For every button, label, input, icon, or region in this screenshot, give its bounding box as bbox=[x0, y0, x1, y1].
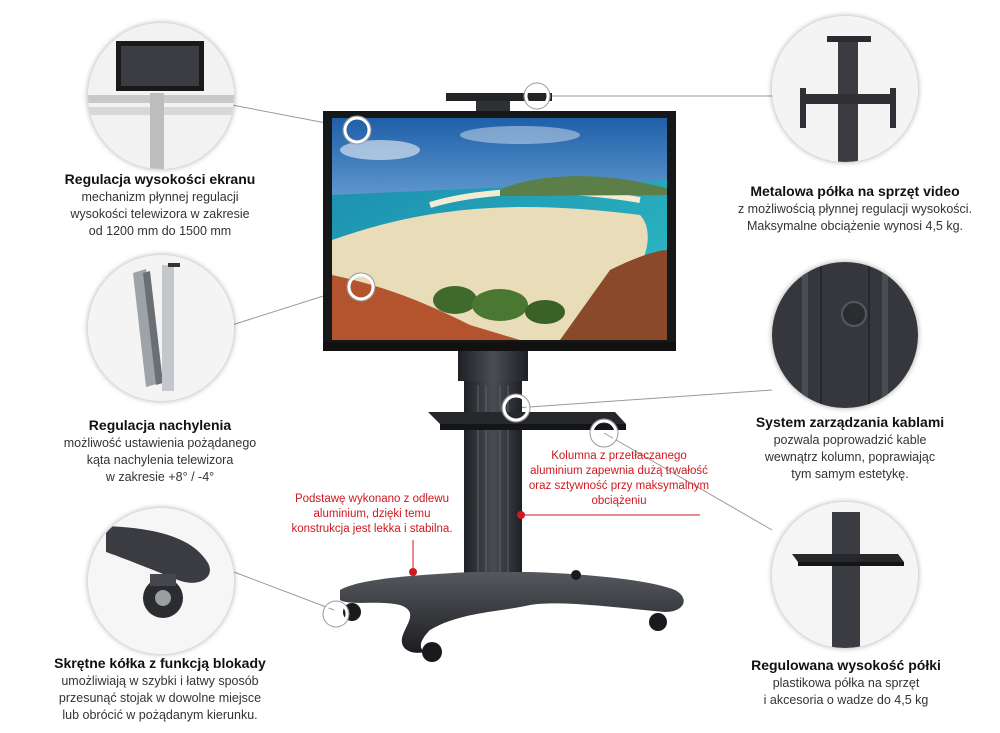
highlight-rings bbox=[323, 83, 618, 627]
callout-line: lub obrócić w pożądanym kierunku. bbox=[62, 708, 258, 722]
tv-screen bbox=[323, 111, 676, 351]
callout-title: Regulacja wysokości ekranu bbox=[64, 171, 256, 187]
callout-screen-height: Regulacja wysokości ekranu mechanizm pły… bbox=[30, 171, 290, 240]
detail-circle-cable bbox=[772, 262, 918, 408]
note-line: aluminium, dzięki temu bbox=[313, 508, 431, 520]
detail-circle-tilt bbox=[88, 255, 234, 401]
callout-line: tym samym estetykę. bbox=[791, 467, 909, 481]
callout-line: plastikowa półka na sprzęt bbox=[772, 676, 920, 690]
callout-title: Regulowana wysokość półki bbox=[751, 657, 941, 673]
callout-line: z możliwością płynnej regulacji wysokośc… bbox=[737, 202, 973, 216]
callout-video-shelf: Metalowa półka na sprzęt video z możliwo… bbox=[712, 183, 998, 235]
detail-circle-shelf-height bbox=[772, 502, 918, 648]
connector-lines bbox=[231, 95, 773, 611]
callout-line: Maksymalne obciążenie wynosi 4,5 kg. bbox=[746, 219, 964, 233]
note-connectors bbox=[409, 511, 700, 576]
note-base: Podstawę wykonano z odlewu aluminium, dz… bbox=[272, 492, 472, 537]
callout-wheels: Skrętne kółka z funkcją blokady umożliwi… bbox=[22, 655, 298, 724]
note-line: Podstawę wykonano z odlewu bbox=[294, 493, 450, 505]
callout-line: i akcesoria o wadze do 4,5 kg bbox=[763, 693, 929, 707]
callout-tilt: Regulacja nachylenia możliwość ustawieni… bbox=[30, 417, 290, 486]
callout-line: od 1200 mm do 1500 mm bbox=[88, 224, 232, 238]
callout-line: kąta nachylenia telewizora bbox=[86, 453, 234, 467]
note-line: Kolumna z przetłaczanego bbox=[551, 450, 687, 462]
note-line: oraz sztywność przy maksymalnym bbox=[528, 480, 710, 492]
callout-title: Metalowa półka na sprzęt video bbox=[750, 183, 960, 199]
callout-title: System zarządzania kablami bbox=[755, 414, 945, 430]
callout-title: Regulacja nachylenia bbox=[88, 417, 232, 433]
callout-line: wysokości telewizora w zakresie bbox=[70, 207, 250, 221]
stand-base bbox=[340, 570, 684, 662]
callout-line: pozwala poprowadzić kable bbox=[773, 433, 927, 447]
detail-circle-wheels bbox=[88, 508, 234, 654]
callout-line: możliwość ustawienia pożądanego bbox=[63, 436, 257, 450]
middle-shelf bbox=[428, 412, 626, 430]
note-line: konstrukcja jest lekka i stabilna. bbox=[291, 523, 453, 535]
callout-cable: System zarządzania kablami pozwala popro… bbox=[720, 414, 980, 483]
detail-circle-screen-height bbox=[88, 23, 234, 169]
note-column: Kolumna z przetłaczanego aluminium zapew… bbox=[514, 449, 724, 509]
callout-shelf-height: Regulowana wysokość półki plastikowa pół… bbox=[716, 657, 976, 709]
note-line: obciążeniu bbox=[591, 495, 647, 507]
callout-line: przesunąć stojak w dowolne miejsce bbox=[58, 691, 262, 705]
callout-line: w zakresie +8° / -4° bbox=[105, 470, 215, 484]
note-line: aluminium zapewnia dużą trwałość bbox=[530, 465, 708, 477]
callout-line: wewnątrz kolumn, poprawiając bbox=[764, 450, 936, 464]
detail-circle-video-shelf bbox=[772, 16, 918, 162]
callout-title: Skrętne kółka z funkcją blokady bbox=[54, 655, 266, 671]
callout-line: umożliwiają w szybki i łatwy sposób bbox=[61, 674, 259, 688]
callout-line: mechanizm płynnej regulacji bbox=[81, 190, 239, 204]
stand-column bbox=[458, 351, 528, 581]
